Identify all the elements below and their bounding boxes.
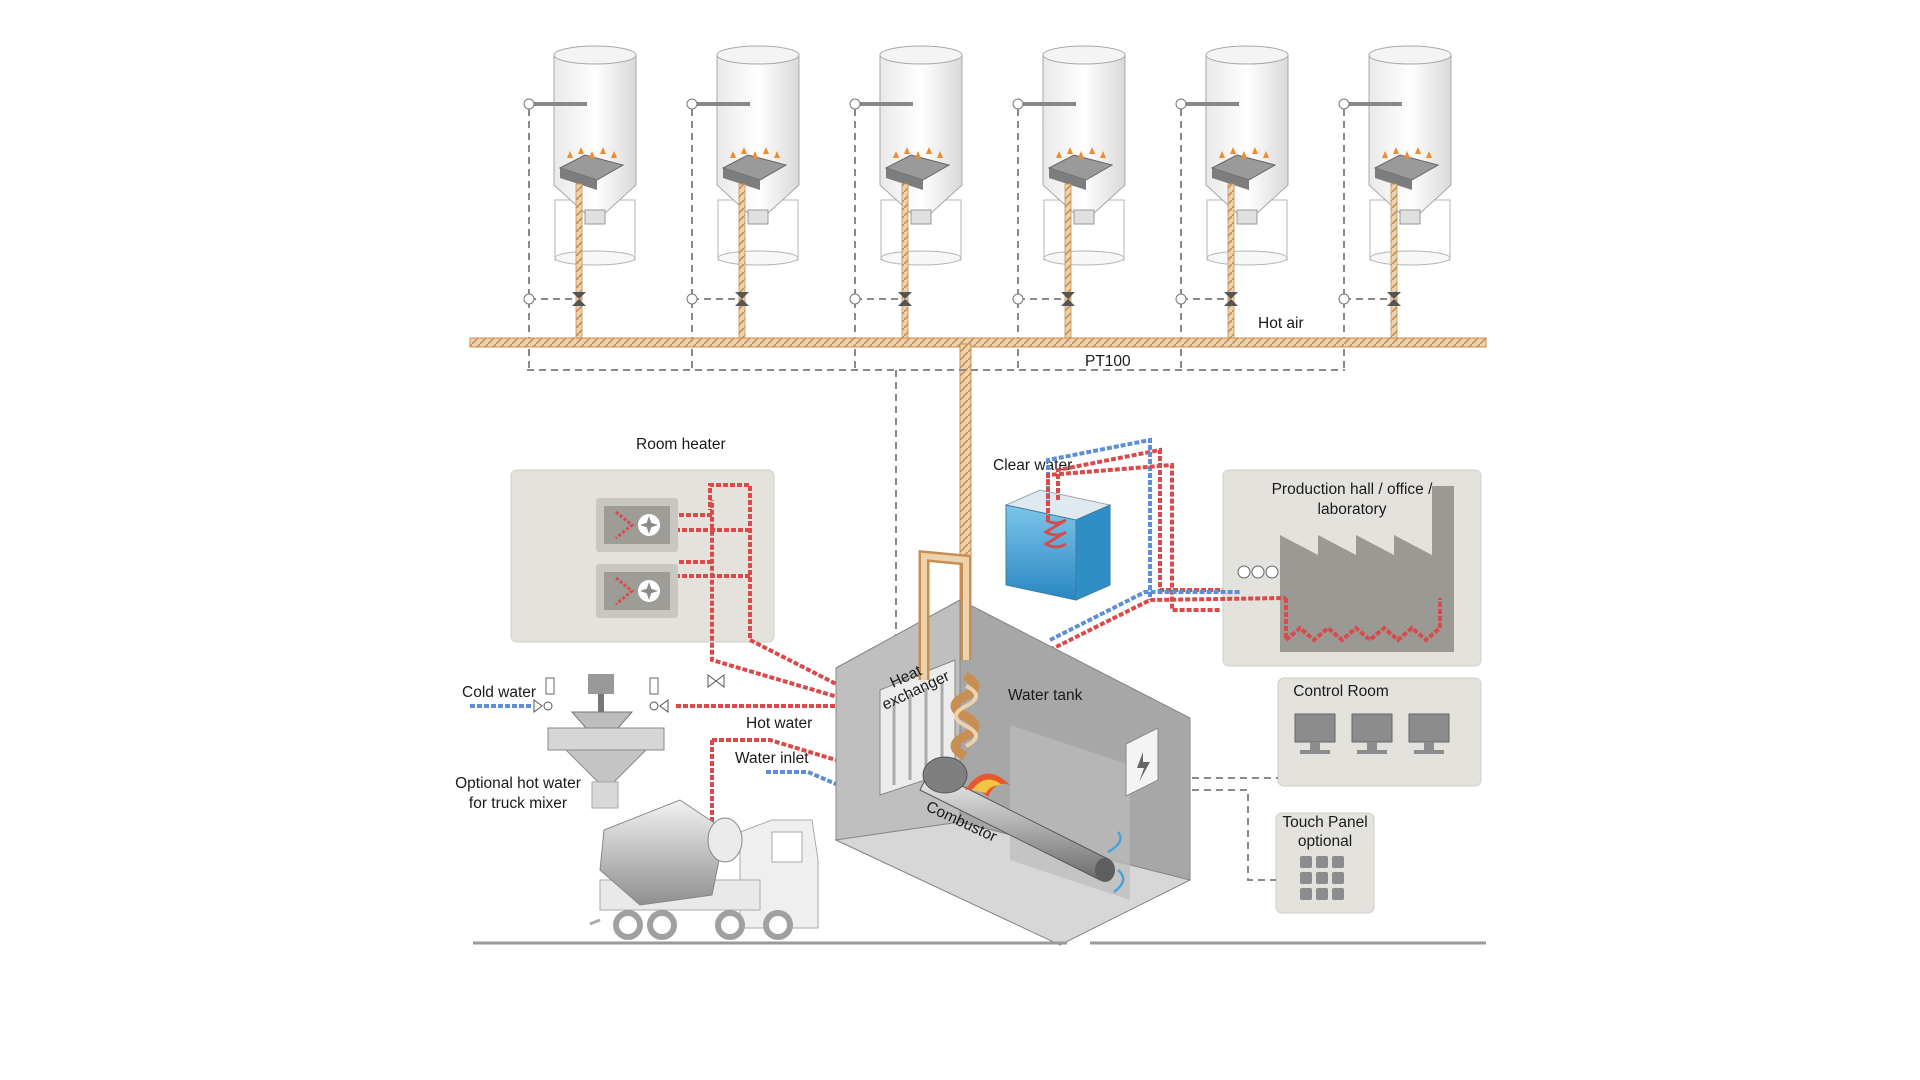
- hot-air-label: Hot air: [1258, 315, 1304, 332]
- control-room-panel: [1277, 677, 1482, 787]
- touch-panel-label-1: Touch Panel: [1282, 814, 1367, 831]
- cold-water-label: Cold water: [462, 684, 536, 701]
- boiler-house: [834, 549, 1192, 946]
- factory-icon: [1280, 486, 1454, 652]
- water-inlet-line: [766, 770, 837, 786]
- control-room-label: Control Room: [1293, 683, 1389, 700]
- production-hall-label-2: laboratory: [1318, 501, 1387, 518]
- truck-mixer-icon: [589, 799, 819, 940]
- production-hall-return-pipe: [1049, 590, 1240, 642]
- mixer-plant: [470, 674, 669, 809]
- fan-unit-top: [596, 498, 678, 552]
- silo-icon: [1012, 45, 1126, 370]
- production-hall-panel: [1222, 469, 1482, 667]
- combustor: [919, 756, 1125, 893]
- valve-icon: [572, 292, 586, 306]
- electrical-cabinet: [1125, 727, 1159, 797]
- silo-icon: [1338, 45, 1452, 370]
- silo-row: [523, 45, 1452, 370]
- keypad-icon: [1300, 856, 1344, 900]
- silo-icon: [523, 45, 637, 370]
- clear-water-tank: [1004, 489, 1112, 601]
- silo-icon: [849, 45, 963, 370]
- room-heater-pipes: [678, 483, 849, 702]
- touch-panel: [1275, 812, 1375, 914]
- valve-icon: [1224, 292, 1238, 306]
- water-inlet-label: Water inlet: [735, 750, 809, 767]
- valve-icon: [1387, 292, 1401, 306]
- pt100-label: PT100: [1085, 353, 1131, 370]
- optional-hot-water-label-1: Optional hot water: [455, 775, 581, 792]
- silo-icon: [1175, 45, 1289, 370]
- room-heater-label: Room heater: [636, 436, 726, 453]
- touch-panel-label-2: optional: [1298, 833, 1352, 850]
- hot-water-line: [676, 704, 837, 830]
- silo-icon: [686, 45, 800, 370]
- monitor-icon: [1294, 713, 1336, 754]
- production-hall-label-1: Production hall / office /: [1272, 481, 1434, 498]
- fan-unit-bottom: [596, 564, 678, 618]
- hot-water-label: Hot water: [746, 715, 812, 732]
- valve-icon: [898, 292, 912, 306]
- room-heater: [510, 469, 775, 643]
- valve-icon: [1061, 292, 1075, 306]
- monitor-icon: [1408, 713, 1450, 754]
- control-signal-lines: [1180, 777, 1278, 881]
- monitor-icon: [1351, 713, 1393, 754]
- valve-icon: [735, 292, 749, 306]
- production-hall-supply-pipe: [1049, 596, 1287, 652]
- lightning-icon: [1137, 752, 1150, 782]
- valve-cluster-icon: [1237, 565, 1279, 579]
- valve-icon: [533, 699, 669, 713]
- valve-icon: [707, 674, 725, 688]
- clear-water-label: Clear water: [993, 457, 1072, 474]
- optional-hot-water-label-2: for truck mixer: [469, 795, 567, 812]
- water-tank-label: Water tank: [1008, 687, 1083, 704]
